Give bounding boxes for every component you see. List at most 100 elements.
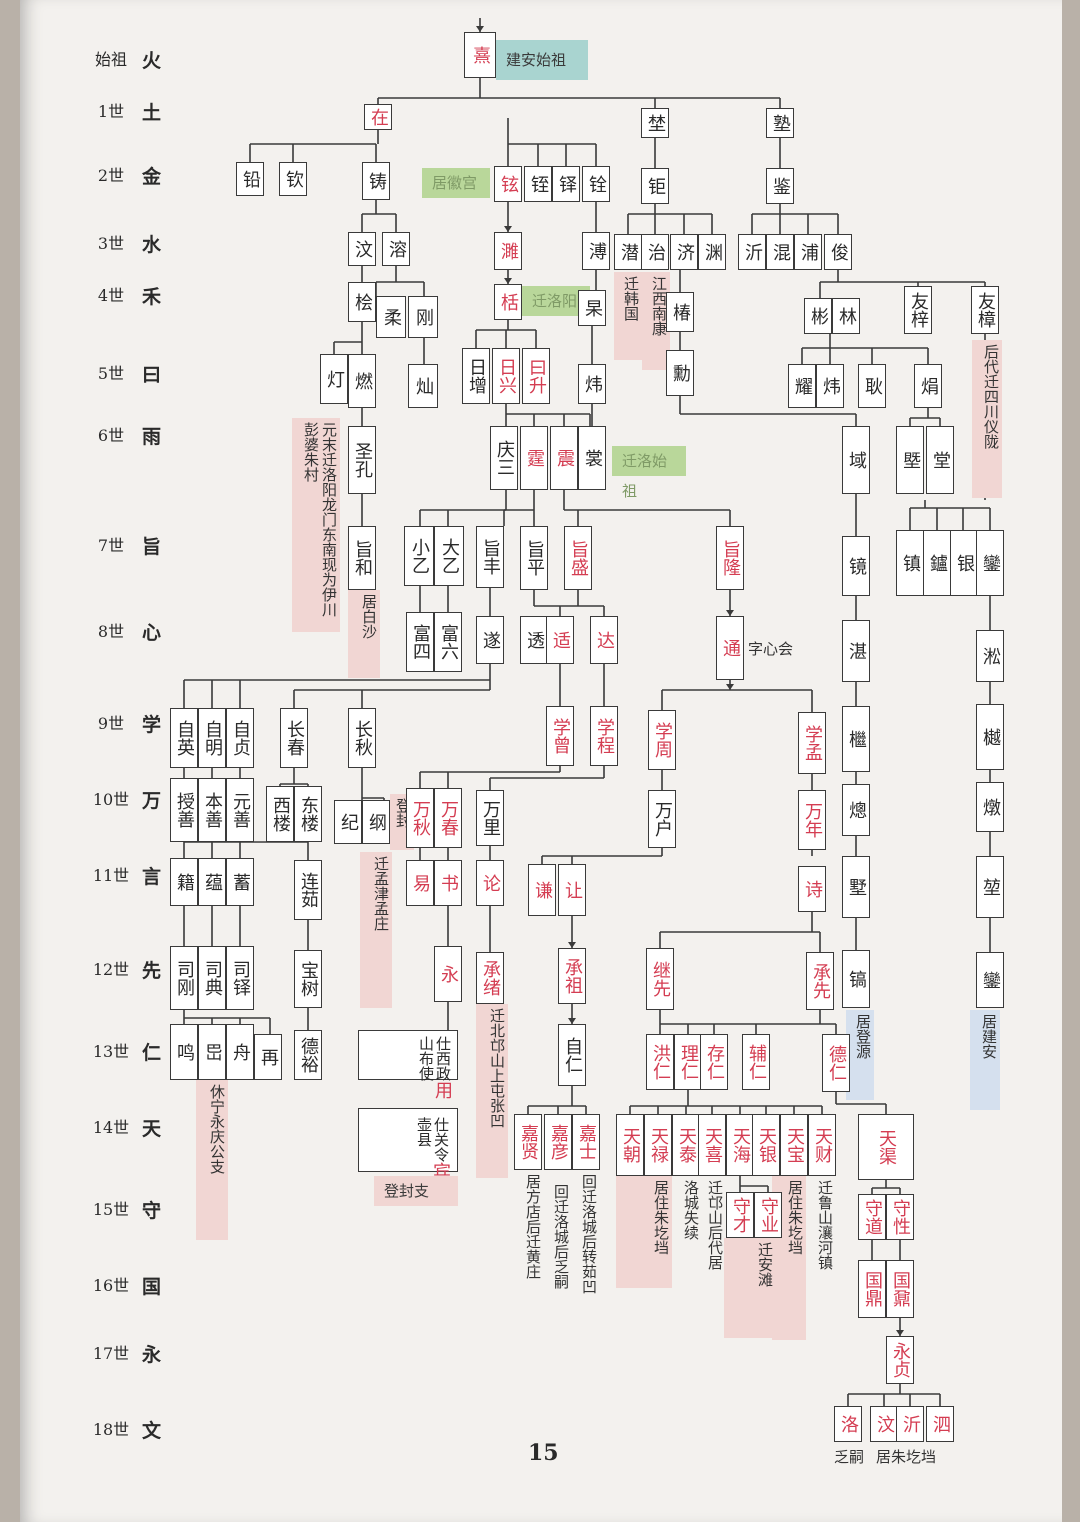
node-da: 达 bbox=[590, 616, 618, 664]
generation-label: 15世 bbox=[92, 1199, 130, 1219]
node-luan-7: 鑾 bbox=[976, 530, 1004, 596]
node-tianqu: 天渠 bbox=[858, 1114, 914, 1180]
node-shi: 适 bbox=[546, 616, 574, 664]
note-dengyuan: 居登源 bbox=[846, 1010, 874, 1100]
node-shoucai: 守才 bbox=[726, 1192, 754, 1238]
node-zhen-6: 震 bbox=[550, 426, 578, 490]
generation-row: 7世旨 bbox=[84, 530, 182, 560]
node-shi-11: 诗 bbox=[798, 866, 826, 912]
node-zhiping: 旨平 bbox=[520, 526, 548, 590]
generation-row: 11世言 bbox=[84, 860, 182, 890]
node-sui: 遂 bbox=[476, 616, 504, 664]
node-sidian: 司典 bbox=[198, 946, 226, 1010]
note-anshan: 迁安滩 bbox=[724, 1238, 776, 1338]
caption-bin: 仕壶 关县 令 宾 bbox=[358, 1108, 458, 1180]
node-tianlu: 天禄 bbox=[644, 1114, 672, 1176]
node-shoushan: 授善 bbox=[170, 778, 198, 842]
node-wen-18: 汶 bbox=[870, 1406, 898, 1442]
node-juan: 焆 bbox=[914, 364, 942, 408]
node-tiantai: 天泰 bbox=[672, 1114, 700, 1176]
note-luocheng: 回迁洛城后乏嗣 bbox=[552, 1184, 570, 1289]
node-xuezeng: 学曾 bbox=[546, 706, 574, 766]
node-huai: 濉 bbox=[494, 232, 522, 270]
node-hongren: 洪仁 bbox=[646, 1034, 674, 1090]
caption-yong-line3: 政使 bbox=[417, 1066, 452, 1081]
node-zhen-7: 镇 bbox=[896, 530, 924, 596]
note-jiangxi: 江西南康 bbox=[642, 272, 670, 370]
caption-bin-line1: 仕壶 bbox=[415, 1117, 450, 1132]
node-shu: 塾 bbox=[766, 108, 794, 138]
node-changqiu: 长秋 bbox=[348, 708, 376, 768]
node-wei-5b: 炜 bbox=[816, 364, 844, 408]
note-gaoyi: 迁韩国 bbox=[614, 272, 642, 360]
node-wei: 炜 bbox=[578, 364, 606, 404]
node-wanli: 万里 bbox=[476, 790, 504, 846]
node-qin: 钦 bbox=[279, 162, 307, 196]
generation-label: 1世 bbox=[97, 101, 125, 121]
node-qingsan: 庆三 bbox=[490, 426, 518, 490]
node-tian: 栝 bbox=[494, 284, 522, 320]
node-benshan: 本善 bbox=[198, 778, 226, 842]
node-xun-5: 勳 bbox=[666, 350, 694, 396]
generation-char: 旨 bbox=[142, 535, 162, 558]
node-wanhu: 万户 bbox=[648, 790, 676, 848]
node-jian: 鉴 bbox=[766, 168, 794, 204]
generation-char: 水 bbox=[142, 233, 162, 256]
generation-row: 5世曰 bbox=[84, 358, 182, 388]
node-xuezhou: 学周 bbox=[648, 710, 676, 770]
generation-label: 10世 bbox=[92, 789, 130, 809]
node-kun: 堃 bbox=[976, 856, 1004, 918]
node-shu-11: 书 bbox=[434, 860, 462, 906]
node-yuanshan: 元善 bbox=[226, 778, 254, 842]
node-xi: 熹 bbox=[464, 32, 496, 78]
note-ju-zhu: 居朱圪垱 bbox=[876, 1448, 937, 1466]
node-tianhai: 天海 bbox=[726, 1114, 754, 1176]
generation-label: 3世 bbox=[97, 233, 125, 253]
node-ming: 鸣 bbox=[170, 1024, 198, 1080]
generation-row: 9世学 bbox=[84, 708, 182, 738]
note-zhuang: 居住朱圪垱 bbox=[616, 1176, 672, 1288]
node-xiaoyi: 小乙 bbox=[404, 526, 434, 586]
node-zizhen: 自贞 bbox=[226, 708, 254, 768]
generation-row: 4世禾 bbox=[84, 280, 182, 310]
node-gao-12: 镐 bbox=[842, 950, 870, 1008]
node-risheng: 曰升 bbox=[522, 348, 550, 404]
node-ting: 霆 bbox=[520, 426, 548, 490]
generation-char: 金 bbox=[142, 165, 162, 188]
generation-char: 先 bbox=[142, 959, 162, 982]
node-shoudao: 守道 bbox=[858, 1194, 886, 1240]
node-jiaxian: 嘉贤 bbox=[514, 1114, 542, 1170]
node-zai-13: 再 bbox=[254, 1034, 282, 1080]
node-baoshu: 宝树 bbox=[294, 950, 322, 1008]
node-luo-18: 洛 bbox=[834, 1406, 862, 1442]
caption-yong-line1: 仕山 bbox=[417, 1036, 452, 1051]
note-baisha: 居白沙 bbox=[348, 590, 380, 678]
node-jun-3: 俊 bbox=[824, 234, 852, 270]
node-zhifeng: 旨丰 bbox=[476, 526, 504, 588]
node-yi-11: 易 bbox=[406, 860, 434, 906]
node-lin: 林 bbox=[832, 298, 860, 334]
note-xiuning: 休宁永庆公支 bbox=[196, 1080, 228, 1240]
generation-row: 18世文 bbox=[84, 1414, 182, 1444]
node-rixing: 日兴 bbox=[492, 348, 520, 404]
node-tianchao: 天朝 bbox=[616, 1114, 644, 1176]
node-lianru: 连茹 bbox=[294, 860, 322, 920]
node-shouxing: 守性 bbox=[886, 1194, 914, 1240]
generation-char: 言 bbox=[142, 865, 162, 888]
node-rong: 溶 bbox=[382, 232, 410, 266]
generation-label: 12世 bbox=[92, 959, 130, 979]
node-xu-11: 蓄 bbox=[226, 858, 254, 906]
node-xun: 溥 bbox=[582, 232, 610, 270]
node-zhan: 湛 bbox=[842, 620, 870, 682]
note-mangshan: 迁邙山后代居 bbox=[706, 1180, 724, 1270]
caption-bin-line3: 令 bbox=[432, 1147, 450, 1162]
node-yao: 耀 bbox=[788, 364, 816, 408]
caption-yong-line2: 西布 bbox=[417, 1051, 452, 1066]
node-ji-9: 檵 bbox=[842, 706, 870, 772]
node-jiayan: 嘉彦 bbox=[544, 1114, 572, 1170]
tag-huizhou: 居徽宫 bbox=[422, 168, 490, 198]
node-deyu: 德裕 bbox=[294, 1030, 322, 1080]
tag-luoyang-founder: 迁洛始祖 bbox=[612, 446, 686, 500]
node-ziying: 自英 bbox=[170, 708, 198, 768]
generation-label: 11世 bbox=[92, 865, 130, 885]
